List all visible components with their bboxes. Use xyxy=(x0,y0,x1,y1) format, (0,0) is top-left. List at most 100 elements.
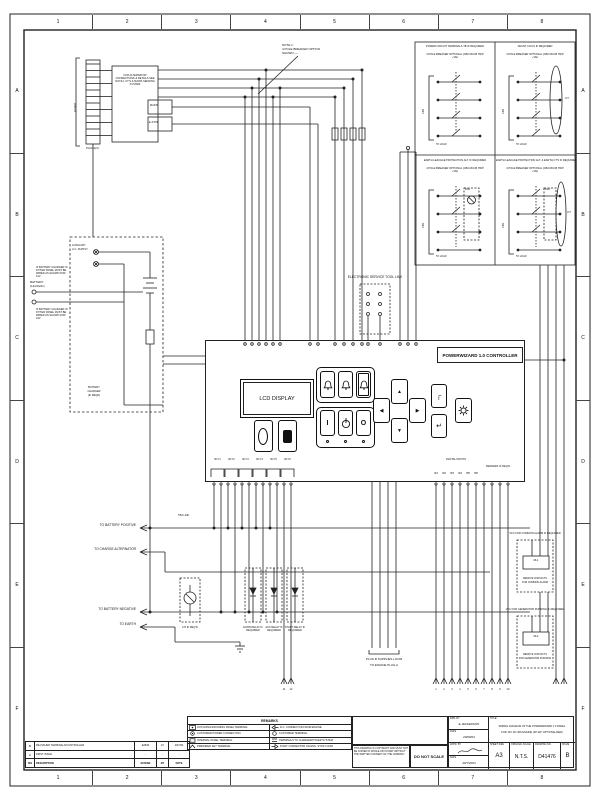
horn-button[interactable] xyxy=(278,420,297,452)
feed-label-earth: TO EARTH xyxy=(119,622,136,626)
relay-label: RLY5 xyxy=(270,458,277,461)
prewired-terminal-icon xyxy=(189,744,196,749)
scale-value: N.T.S. xyxy=(514,754,529,760)
grid-row: E xyxy=(576,524,590,648)
horn-icon xyxy=(282,429,292,443)
alarm-button-panel xyxy=(316,367,375,403)
controller-title: POWERWIZARD 1.0 CONTROLLER xyxy=(442,352,518,358)
remarks-text: 8 WAY CONNECTOR ON ENG. STOP LOOM xyxy=(280,744,333,748)
input-label: IP4 xyxy=(458,472,462,475)
config-button[interactable] xyxy=(455,398,472,423)
engine-plug-label: TO ENGINE PLUG A xyxy=(369,663,399,667)
lamp-test-button[interactable] xyxy=(254,420,273,452)
controller-title-box: POWERWIZARD 1.0 CONTROLLER xyxy=(437,347,523,363)
tb2-note: TB2 LINK xyxy=(178,514,190,517)
alarm-bell-icon xyxy=(323,380,332,390)
pin-number: 3 xyxy=(451,688,453,691)
alarm-silence-button[interactable] xyxy=(338,371,353,398)
escape-button[interactable]: ┌ xyxy=(431,384,447,408)
rev-ecn: E2843 xyxy=(141,744,150,748)
run-button[interactable]: I xyxy=(320,410,335,436)
detail-box-3-rcd: RCD xyxy=(465,188,471,191)
strip-label: 42 WAY xyxy=(74,102,77,112)
connector-text: FOR ALTERNATOR CONNECTIONS & DETAILS SEE… xyxy=(115,74,155,87)
detail-box-4-cb2: CB2 xyxy=(502,222,505,228)
vfc1-caption2: FOR COMMON ALARM xyxy=(522,581,548,584)
grid-strip-right: A B C D E F xyxy=(576,30,590,770)
mode-button-panel xyxy=(316,407,375,448)
grid-col: 2 xyxy=(93,771,163,785)
input-label: IP3 xyxy=(450,472,454,475)
nav-down-button[interactable]: ▼ xyxy=(391,418,408,443)
remarks-text: PREWIRED KEY TERMINAL xyxy=(197,744,231,748)
run-label: I xyxy=(326,419,329,427)
input-label: IP1 xyxy=(434,472,438,475)
detail-box-3-cb2: CB2 xyxy=(422,222,425,228)
bottom-bus-lines xyxy=(139,524,530,653)
detail-box-4-title: EARTH LEAKAGE PROTECTION ALT. & EARTH CT… xyxy=(496,159,577,162)
rev-date: 29/7/04 xyxy=(174,744,184,748)
auto-button[interactable] xyxy=(338,410,353,436)
mains-box-label: MAINS xyxy=(150,104,159,107)
feed-label-batt-pos: TO BATTERY POSITIVE xyxy=(99,523,136,527)
detail-box-4 xyxy=(508,181,567,255)
inputs-caption: DIGITAL INPUTS xyxy=(445,458,467,461)
grid-col: 7 xyxy=(439,771,508,785)
grid-col: 6 xyxy=(370,771,439,785)
relay-label: RLY6 xyxy=(284,458,291,461)
panel-terminal-icon xyxy=(189,725,196,730)
grid-strip-left: A B C D E F xyxy=(10,30,24,770)
drawing-no-label: DRAWING NO. xyxy=(535,743,552,746)
vfc-boxes xyxy=(516,539,554,669)
grid-row: E xyxy=(10,524,24,648)
scale-label: ORIGINAL SCALE xyxy=(511,743,531,746)
pin-number: 10 xyxy=(506,688,510,691)
grid-row: A xyxy=(576,30,590,154)
stop-button[interactable]: O xyxy=(356,410,371,436)
controller-outline xyxy=(205,340,525,482)
right-drop-wires xyxy=(525,265,568,685)
rev-header-by: BY xyxy=(160,761,165,765)
empty-cell xyxy=(352,716,448,745)
charger-note-a: IF BATTERY CHARGER IS FITTED PANEL MUST … xyxy=(36,266,68,279)
plug-b-wires xyxy=(368,482,400,655)
grid-row: D xyxy=(576,401,590,524)
detail-box-2-cb2: CB2 xyxy=(502,108,505,114)
grid-col: 8 xyxy=(540,775,544,781)
alarm-reset-button[interactable] xyxy=(356,371,371,398)
option3-caption: START RELAY IF REQUIRED xyxy=(284,626,306,633)
vfc2-caption1: REMOTE CONTACTS xyxy=(523,653,547,656)
up-arrow-icon: ▲ xyxy=(397,388,402,395)
detail-box-2-subtitle: 4 POLE BREAKER OPTIONAL (CB2 MCCB TRIP +… xyxy=(506,53,564,60)
charger-label-3: (IF REQD) xyxy=(87,394,101,397)
pin-number: 9 xyxy=(499,688,501,691)
remarks-text: INTERNAL PANEL TERMINAL xyxy=(197,738,233,742)
alarm-bell-icon xyxy=(359,380,368,390)
alarm-ack-button[interactable] xyxy=(320,371,335,398)
service-tool-label: ELECTRONIC SERVICE TOOL LINK xyxy=(347,275,403,279)
nav-right-button[interactable]: ▶ xyxy=(409,398,426,423)
appd-by-label: APPD. BY xyxy=(450,743,462,746)
detail-box-4-rcd: RCD xyxy=(545,188,551,191)
battery-charger-box xyxy=(31,236,164,614)
grid-col: 7 xyxy=(439,15,508,29)
note1-line1: NOTE 1: xyxy=(282,43,294,47)
stop-loom-connector-icon xyxy=(271,743,279,749)
copyright-cell: THIS DRAWING IS COPYRIGHT AND MUST NOT B… xyxy=(352,745,410,768)
feed-label-charge-alt: TO CHARGE ALTERNATOR xyxy=(94,547,136,551)
enter-button[interactable]: ↵ xyxy=(431,414,447,438)
controller-feed-wires xyxy=(243,68,417,340)
pin-number: 7 xyxy=(483,688,485,691)
plug-a-label: PLUG A(X) xyxy=(86,147,99,150)
detail-box-1-cb2: CB2 xyxy=(422,108,425,114)
issue-label: ISSUE xyxy=(562,743,570,746)
grid-row: B xyxy=(10,154,24,277)
nav-up-button[interactable]: ▲ xyxy=(391,379,408,404)
nav-left-button[interactable]: ◀ xyxy=(373,398,390,423)
grid-col: 8 xyxy=(540,19,544,25)
rev-description: RE-ISSUED TERMINALS/CONTROLLER xyxy=(36,744,85,748)
lcd-display: LCD DISPLAY xyxy=(240,379,314,418)
senders-caption: SENDERS IF REQ'D xyxy=(485,465,511,468)
